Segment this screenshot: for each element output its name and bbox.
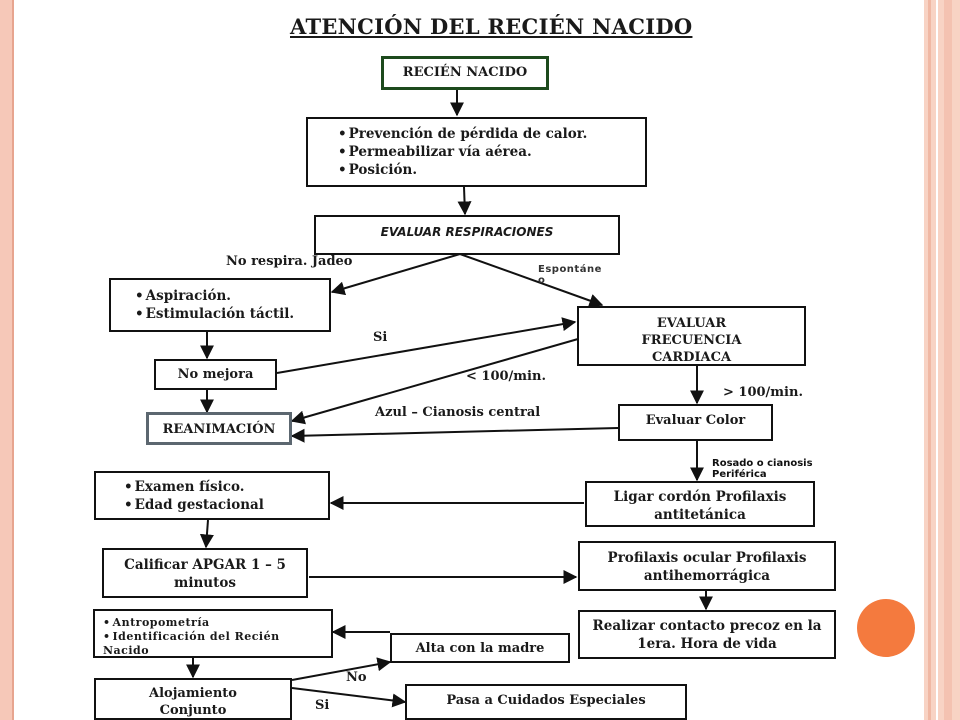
node-apgar: Calificar APGAR 1 – 5 minutos bbox=[102, 548, 308, 598]
node-evaluar-respiraciones: EVALUAR RESPIRACIONES bbox=[314, 215, 620, 255]
node-apgar-label: Calificar APGAR 1 – 5 minutos bbox=[124, 557, 286, 591]
node-no-mejora-label: No mejora bbox=[177, 367, 254, 382]
node-alta-madre: Alta con la madre bbox=[390, 633, 570, 663]
node-alojamiento-label: Alojamiento Conjunto bbox=[149, 686, 237, 718]
arrow-color-to-reanimacion bbox=[290, 427, 619, 443]
left-frame-line bbox=[12, 0, 14, 720]
node-contacto-precoz-label: Realizar contacto precoz en la 1era. Hor… bbox=[592, 618, 822, 652]
node-ligar-cordon: Ligar cordón Profilaxis antitetánica bbox=[585, 481, 815, 527]
frame-stripe bbox=[944, 0, 952, 720]
label-rosado: Rosado o cianosis Periférica bbox=[712, 458, 813, 480]
arrow-evaluar-to-aspiracion bbox=[330, 253, 461, 296]
list-item: Identificación del Recién Nacido bbox=[103, 630, 325, 656]
frame-stripe bbox=[936, 0, 938, 720]
node-cuidados-especiales: Pasa a Cuidados Especiales bbox=[405, 684, 687, 720]
node-alojamiento: Alojamiento Conjunto bbox=[94, 678, 292, 720]
list-item: Edad gestacional bbox=[124, 496, 328, 514]
node-examen: Examen físico. Edad gestacional bbox=[94, 471, 330, 520]
node-aspiracion: Aspiración. Estimulación táctil. bbox=[109, 278, 331, 332]
frame-stripe bbox=[928, 0, 931, 720]
page-title: ATENCIÓN DEL RECIÉN NACIDO bbox=[290, 14, 693, 39]
label-menos-100: < 100/min. bbox=[466, 369, 546, 384]
list-item: Antropometría bbox=[103, 616, 325, 630]
label-si-1: Si bbox=[373, 330, 388, 345]
node-reanimacion: REANIMACIÓN bbox=[146, 412, 292, 445]
label-no-respira: No respira. Jadeo bbox=[226, 254, 353, 269]
node-profilaxis-ocular: Profilaxis ocular Profilaxis antihemorrá… bbox=[578, 541, 836, 591]
list-item: Prevención de pérdida de calor. bbox=[338, 125, 645, 143]
node-evaluar-color: Evaluar Color bbox=[618, 404, 773, 441]
node-recien-nacido-label: RECIÉN NACIDO bbox=[402, 65, 528, 80]
node-cuidados-especiales-label: Pasa a Cuidados Especiales bbox=[446, 693, 646, 708]
arrow-nomejora-to-frecuencia bbox=[276, 317, 577, 374]
node-recien-nacido: RECIÉN NACIDO bbox=[381, 56, 549, 90]
node-alta-madre-label: Alta con la madre bbox=[415, 641, 545, 656]
frame-stripe bbox=[920, 0, 924, 720]
node-cuidados-iniciales: Prevención de pérdida de calor. Permeabi… bbox=[306, 117, 647, 187]
node-no-mejora: No mejora bbox=[154, 359, 277, 390]
arrow-alojamiento-to-especiales bbox=[291, 687, 407, 708]
right-frame-band bbox=[920, 0, 960, 720]
node-reanimacion-label: REANIMACIÓN bbox=[162, 422, 276, 437]
arrow-evaluar-to-frecuencia bbox=[459, 253, 604, 308]
list-item: Posición. bbox=[338, 161, 645, 179]
label-no: No bbox=[346, 670, 367, 685]
orange-circle-decoration bbox=[857, 599, 915, 657]
list-item: Examen físico. bbox=[124, 478, 328, 496]
node-antropometria: Antropometría Identificación del Recién … bbox=[93, 609, 333, 658]
left-frame-band bbox=[0, 0, 12, 720]
label-espontaneo: Espontáneo bbox=[538, 264, 602, 286]
node-evaluar-frecuencia-label: EVALUAR FRECUENCIA CARDIACA bbox=[641, 316, 742, 365]
arrow-examen-to-apgar bbox=[199, 519, 214, 549]
list-item: Aspiración. bbox=[135, 287, 329, 305]
arrow-cuidados-to-evaluar bbox=[457, 186, 472, 216]
arrow-alojamiento-to-alta bbox=[291, 657, 392, 681]
arrow-frecuencia-to-reanimacion bbox=[290, 338, 579, 425]
label-azul: Azul – Cianosis central bbox=[375, 405, 541, 420]
list-item: Estimulación táctil. bbox=[135, 305, 329, 323]
list-item: Permeabilizar vía aérea. bbox=[338, 143, 645, 161]
node-ligar-cordon-label: Ligar cordón Profilaxis antitetánica bbox=[613, 489, 787, 523]
node-evaluar-respiraciones-label: EVALUAR RESPIRACIONES bbox=[380, 225, 554, 239]
label-mas-100: > 100/min. bbox=[723, 385, 803, 400]
label-si-2: Si bbox=[315, 698, 330, 713]
node-evaluar-color-label: Evaluar Color bbox=[645, 413, 746, 428]
node-evaluar-frecuencia: EVALUAR FRECUENCIA CARDIACA bbox=[577, 306, 806, 366]
node-profilaxis-ocular-label: Profilaxis ocular Profilaxis antihemorrá… bbox=[607, 550, 807, 584]
node-contacto-precoz: Realizar contacto precoz en la 1era. Hor… bbox=[578, 610, 836, 659]
